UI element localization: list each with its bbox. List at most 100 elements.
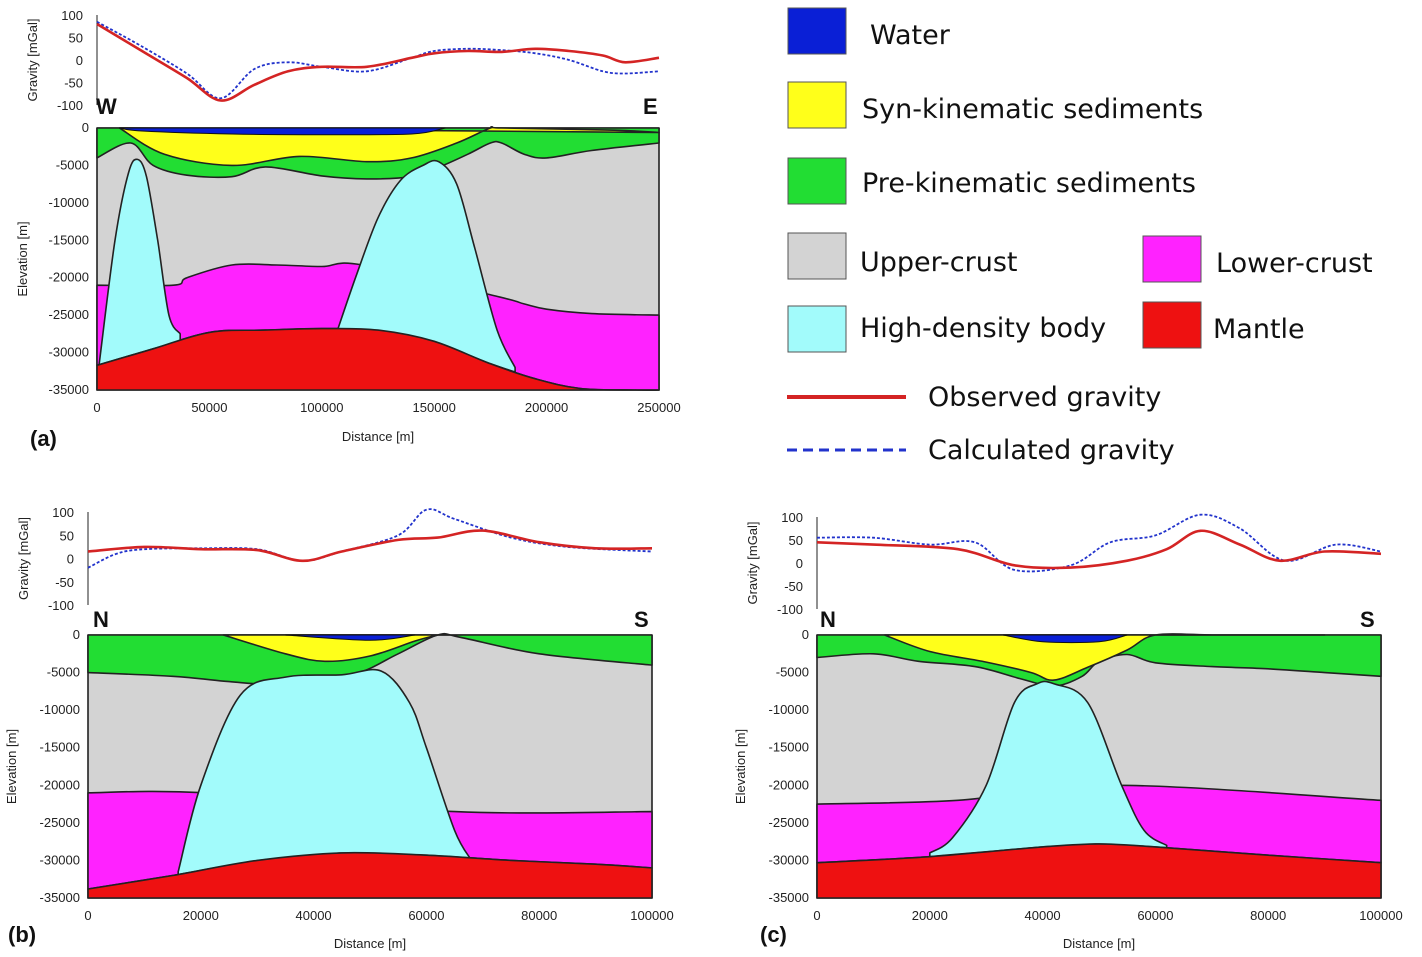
panel-label: (b) [8,922,36,947]
distance-tick-label: 100000 [630,908,673,923]
gravity-tick-label: -100 [777,602,803,617]
legend-label-lower: Lower-crust [1216,248,1373,279]
legend-swatch-lower [1142,235,1202,283]
elevation-tick-label: -30000 [49,345,89,360]
elevation-tick-label: 0 [73,627,80,642]
distance-tick-label: 250000 [637,400,680,415]
legend-label-water: Water [870,20,951,51]
elevation-tick-label: -15000 [40,740,80,755]
water-layer [285,634,416,641]
elevation-tick-label: -35000 [49,382,89,397]
distance-tick-label: 150000 [413,400,456,415]
calculated-gravity-line [96,21,660,100]
legend-label-observed: Observed gravity [928,382,1161,413]
elevation-tick-label: -10000 [769,702,809,717]
elevation-tick-label: -25000 [49,307,89,322]
direction-label-right: E [643,94,658,119]
syn-kinematic-sediments [222,634,439,663]
distance-tick-label: 100000 [300,400,343,415]
gravity-axis-label: Gravity [mGal] [745,521,760,604]
distance-tick-label: 60000 [1137,908,1173,923]
elevation-tick-label: -10000 [40,702,80,717]
distance-tick-label: 40000 [296,908,332,923]
gravity-tick-label: 50 [69,31,83,46]
panel-b: 0-5000-10000-15000-20000-25000-30000-350… [4,505,674,951]
distance-tick-label: 20000 [183,908,219,923]
gravity-tick-label: 50 [60,528,74,543]
legend-swatch-upper [787,232,847,280]
elevation-tick-label: -15000 [49,232,89,247]
distance-tick-label: 200000 [525,400,568,415]
elevation-tick-label: -20000 [49,270,89,285]
distance-tick-label: 80000 [1250,908,1286,923]
legend-swatch-pre [787,157,847,205]
direction-label-right: S [1360,607,1375,632]
elevation-tick-label: -20000 [40,777,80,792]
elevation-axis-label: Elevation [m] [15,221,30,296]
gravity-tick-label: 0 [76,53,83,68]
distance-tick-label: 40000 [1025,908,1061,923]
observed-gravity-line [96,22,660,102]
distance-tick-label: 20000 [912,908,948,923]
elevation-tick-label: -10000 [49,195,89,210]
elevation-tick-label: -35000 [769,890,809,905]
direction-label-right: S [634,607,649,632]
gravity-tick-label: -100 [57,98,83,113]
elevation-tick-label: -5000 [776,665,809,680]
gravity-tick-label: -50 [55,575,74,590]
legend-swatch-hdb [787,305,847,353]
water-layer [1003,634,1128,644]
distance-tick-label: 60000 [408,908,444,923]
gravity-tick-label: 50 [789,533,803,548]
water-layer [119,127,446,136]
observed-gravity-line [87,529,653,563]
elevation-tick-label: -25000 [40,815,80,830]
panel-c: 0-5000-10000-15000-20000-25000-30000-350… [733,510,1403,951]
mantle-body [816,843,1382,899]
legend-swatch-water [787,7,847,55]
elevation-tick-label: -20000 [769,777,809,792]
gravity-tick-label: -100 [48,598,74,613]
legend-label-pre: Pre-kinematic sediments [862,168,1196,199]
gravity-tick-label: 100 [52,505,74,520]
legend-label-hdb: High-density body [860,313,1106,344]
elevation-axis-label: Elevation [m] [733,729,748,804]
observed-gravity-line [816,529,1382,570]
elevation-tick-label: -5000 [47,665,80,680]
syn-kinematic-sediments [883,633,1326,681]
legend-swatch-syn [787,81,847,129]
legend-swatch-mantle [1142,301,1202,349]
elevation-tick-label: 0 [802,627,809,642]
gravity-tick-label: 0 [796,556,803,571]
gravity-tick-label: 0 [67,552,74,567]
distance-axis-label: Distance [m] [1063,936,1135,951]
legend-label-mantle: Mantle [1213,314,1305,345]
gravity-axis-label: Gravity [mGal] [25,18,40,101]
legend-label-syn: Syn-kinematic sediments [862,94,1203,125]
elevation-tick-label: -15000 [769,740,809,755]
panel-label: (a) [30,426,57,451]
elevation-tick-label: -5000 [56,157,89,172]
elevation-tick-label: -30000 [40,852,80,867]
gravity-tick-label: -50 [784,579,803,594]
gravity-tick-label: -50 [64,76,83,91]
distance-tick-label: 100000 [1359,908,1402,923]
distance-tick-label: 50000 [191,400,227,415]
elevation-tick-label: -30000 [769,852,809,867]
panel-label: (c) [760,922,787,947]
gravity-tick-label: 100 [61,8,83,23]
distance-tick-label: 0 [813,908,820,923]
distance-tick-label: 80000 [521,908,557,923]
direction-label-left: N [93,607,109,632]
direction-label-left: W [96,94,117,119]
mantle-body [96,327,660,391]
elevation-tick-label: -25000 [769,815,809,830]
legend-label-calculated: Calculated gravity [928,435,1175,466]
legend: Water Syn-kinematic sediments Pre-kinema… [787,7,1373,466]
distance-tick-label: 0 [93,400,100,415]
elevation-tick-label: 0 [82,120,89,135]
elevation-axis-label: Elevation [m] [4,729,19,804]
gravity-tick-label: 100 [781,510,803,525]
syn-kinematic-sediments [118,126,660,167]
